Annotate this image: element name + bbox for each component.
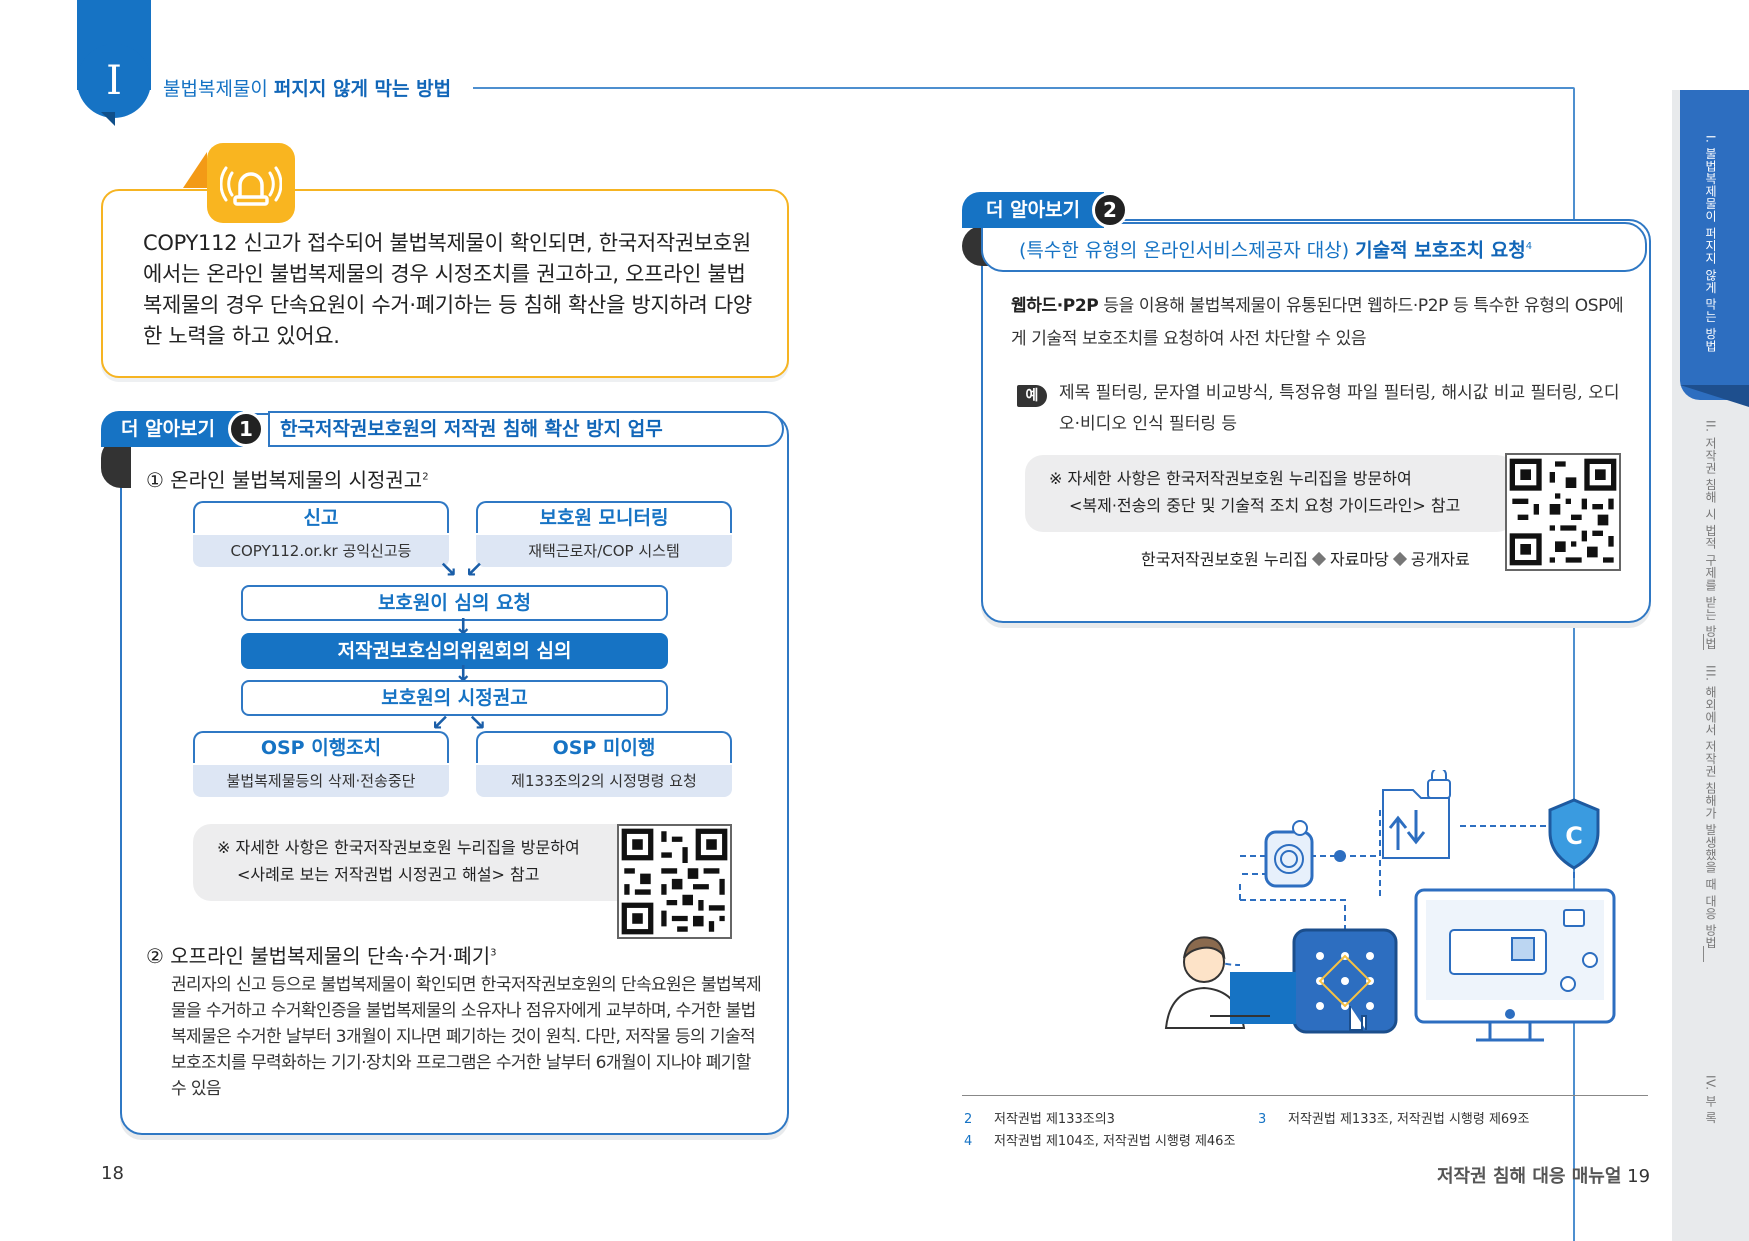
box2-note-line1: ※ 자세한 사항은 한국저작권보호원 누리집을 방문하여: [1049, 469, 1412, 488]
footnote-3: 3 저작권법 제133조, 저작권법 시행령 제69조: [1258, 1108, 1529, 1127]
footnote-4: 4 저작권법 제104조, 저작권법 시행령 제46조: [964, 1130, 1235, 1149]
box2-body: 웹하드·P2P 등을 이용해 불법복제물이 유통된다면 웹하드·P2P 등 특수…: [1011, 290, 1631, 356]
side-index-item-1[interactable]: I. 불법복제물이 퍼지지 않게 막는 방법: [1686, 135, 1736, 352]
security-illustration: C: [1164, 770, 1616, 1042]
page-number: 19: [1627, 1166, 1651, 1187]
flow-recommendation: 보호원의 시정권고: [241, 680, 668, 716]
flow-monitor-title: 보호원 모니터링: [476, 501, 732, 533]
footnote-ref: 4: [1525, 241, 1533, 252]
box2-title-normal: (특수한 유형의 온라인서비스제공자 대상): [1019, 239, 1356, 262]
offline-section-heading: ② 오프라인 불법복제물의 단속·수거·폐기3: [146, 940, 497, 969]
site-path: 한국저작권보호원 누리집 자료마당 공개자료: [1141, 546, 1470, 570]
side-index-label-3: III. 해외에서 저작권 침해가 발생했을 때 대응 방법: [1703, 665, 1718, 950]
example-text: 제목 필터링, 문자열 비교방식, 특정유형 파일 필터링, 해시값 비교 필터…: [1059, 383, 1620, 434]
page-frame-line: [1573, 87, 1575, 1241]
side-index-fold: [1680, 385, 1749, 407]
online-section-heading-text: ① 온라인 불법복제물의 시정권고: [146, 468, 423, 492]
arrow-down-left-icon: ↙: [431, 711, 450, 736]
flow-committee-review: 저작권보호심의위원회의 심의: [241, 633, 668, 669]
box2-title-bold: 기술적 보호조치 요청: [1355, 239, 1526, 262]
intro-text: COPY112 신고가 접수되어 불법복제물이 확인되면, 한국저작권보호원에서…: [143, 231, 752, 348]
box2-title: (특수한 유형의 온라인서비스제공자 대상) 기술적 보호조치 요청4: [981, 222, 1647, 272]
chapter-title-bold: 퍼지지 않게 막는 방법: [273, 78, 452, 100]
side-index-active-bg: [1680, 90, 1749, 400]
online-section-heading: ① 온라인 불법복제물의 시정권고2: [146, 464, 429, 493]
qr-code-icon[interactable]: [1505, 453, 1621, 571]
arrow-down-right-icon: ↘: [468, 711, 487, 736]
box2-tag: 더 알아보기: [962, 192, 1104, 228]
flow-report-title: 신고: [193, 501, 449, 533]
side-index-separator: [1703, 946, 1704, 962]
footnote-ref: 3: [490, 947, 497, 959]
alert-corner: [183, 152, 207, 188]
offline-section-heading-text: ② 오프라인 불법복제물의 단속·수거·폐기: [146, 944, 491, 968]
box1-note-line1: ※ 자세한 사항은 한국저작권보호원 누리집을 방문하여: [217, 838, 580, 857]
example-badge: 예: [1017, 385, 1047, 407]
flow-comply-title: OSP 이행조치: [193, 731, 449, 763]
box1-note-line2: <사례로 보는 저작권법 시정권고 해설> 참고: [237, 865, 540, 884]
chapter-title-normal: 불법복제물이: [163, 78, 274, 100]
chapter-title: 불법복제물이 퍼지지 않게 막는 방법: [163, 74, 451, 101]
side-index-label-1: I. 불법복제물이 퍼지지 않게 막는 방법: [1703, 135, 1718, 353]
path-separator-icon: [1311, 551, 1327, 567]
siren-icon: [207, 143, 295, 223]
box1-note: ※ 자세한 사항은 한국저작권보호원 누리집을 방문하여 <사례로 보는 저작권…: [193, 824, 653, 901]
flow-noncomply-sub: 제133조의2의 시정명령 요청: [476, 765, 732, 797]
footnote-2: 2 저작권법 제133조의3: [964, 1108, 1115, 1127]
page-number-right: 저작권 침해 대응 매뉴얼 19: [1437, 1162, 1650, 1188]
flow-report-sub: COPY112.or.kr 공익신고등: [193, 535, 449, 567]
box2-note: ※ 자세한 사항은 한국저작권보호원 누리집을 방문하여 <복제·전송의 중단 …: [1025, 455, 1515, 532]
side-index-separator: [1703, 634, 1704, 650]
side-index-label-2: II. 저작권 침해 시 법적 구제를 받는 방법: [1703, 420, 1718, 651]
footnote-ref: 2: [422, 471, 429, 483]
side-index-label-4: IV. 부 록: [1703, 1075, 1718, 1125]
flow-monitor-sub: 재택근로자/COP 시스템: [476, 535, 732, 567]
site-path-step-1: 한국저작권보호원 누리집: [1141, 550, 1309, 569]
box2-number: 2: [1092, 192, 1128, 228]
svg-text:C: C: [1565, 822, 1583, 850]
footnote-text: 저작권법 제104조, 저작권법 시행령 제46조: [994, 1134, 1236, 1149]
site-path-step-3: 공개자료: [1410, 550, 1470, 569]
side-index-item-4[interactable]: IV. 부 록: [1686, 1075, 1736, 1124]
side-index-item-2[interactable]: II. 저작권 침해 시 법적 구제를 받는 방법: [1686, 420, 1736, 650]
flow-review-request: 보호원이 심의 요청: [241, 585, 668, 621]
page-number-left: 18: [101, 1163, 124, 1184]
arrow-down-left-icon: ↙: [465, 558, 484, 583]
path-separator-icon: [1392, 551, 1407, 567]
manual-title: 저작권 침해 대응 매뉴얼: [1437, 1166, 1622, 1187]
box2-body-bold: 웹하드·P2P: [1011, 296, 1099, 316]
chapter-numeral: I: [77, 44, 151, 118]
footnote-number: 2: [964, 1112, 973, 1127]
offline-text: 권리자의 신고 등으로 불법복제물이 확인되면 한국저작권보호원의 단속요원은 …: [171, 975, 762, 1099]
flow-noncomply-title: OSP 미이행: [476, 731, 732, 763]
footnote-text: 저작권법 제133조, 저작권법 시행령 제69조: [1288, 1112, 1530, 1127]
qr-code-icon[interactable]: [617, 824, 732, 939]
footnote-number: 4: [964, 1134, 973, 1149]
chapter-rule: [473, 87, 1573, 89]
box1-number: 1: [228, 411, 264, 447]
box2-body-rest: 등을 이용해 불법복제물이 유통된다면 웹하드·P2P 등 특수한 유형의 OS…: [1011, 296, 1624, 349]
footnote-rule: [962, 1095, 1648, 1096]
box1-tag: 더 알아보기: [101, 411, 243, 447]
box2-note-line2: <복제·전송의 중단 및 기술적 조치 요청 가이드라인> 참고: [1069, 496, 1461, 515]
footnote-number: 3: [1258, 1112, 1267, 1127]
arrow-down-right-icon: ↘: [439, 558, 458, 583]
footnote-text: 저작권법 제133조의3: [994, 1112, 1115, 1127]
site-path-step-2: 자료마당: [1330, 550, 1389, 569]
chapter-fold: [101, 112, 115, 126]
side-index-item-3[interactable]: III. 해외에서 저작권 침해가 발생했을 때 대응 방법: [1686, 665, 1736, 949]
box1-title: 한국저작권보호원의 저작권 침해 확산 방지 업무: [268, 411, 784, 447]
flow-comply-sub: 불법복제물등의 삭제·전송중단: [193, 765, 449, 797]
